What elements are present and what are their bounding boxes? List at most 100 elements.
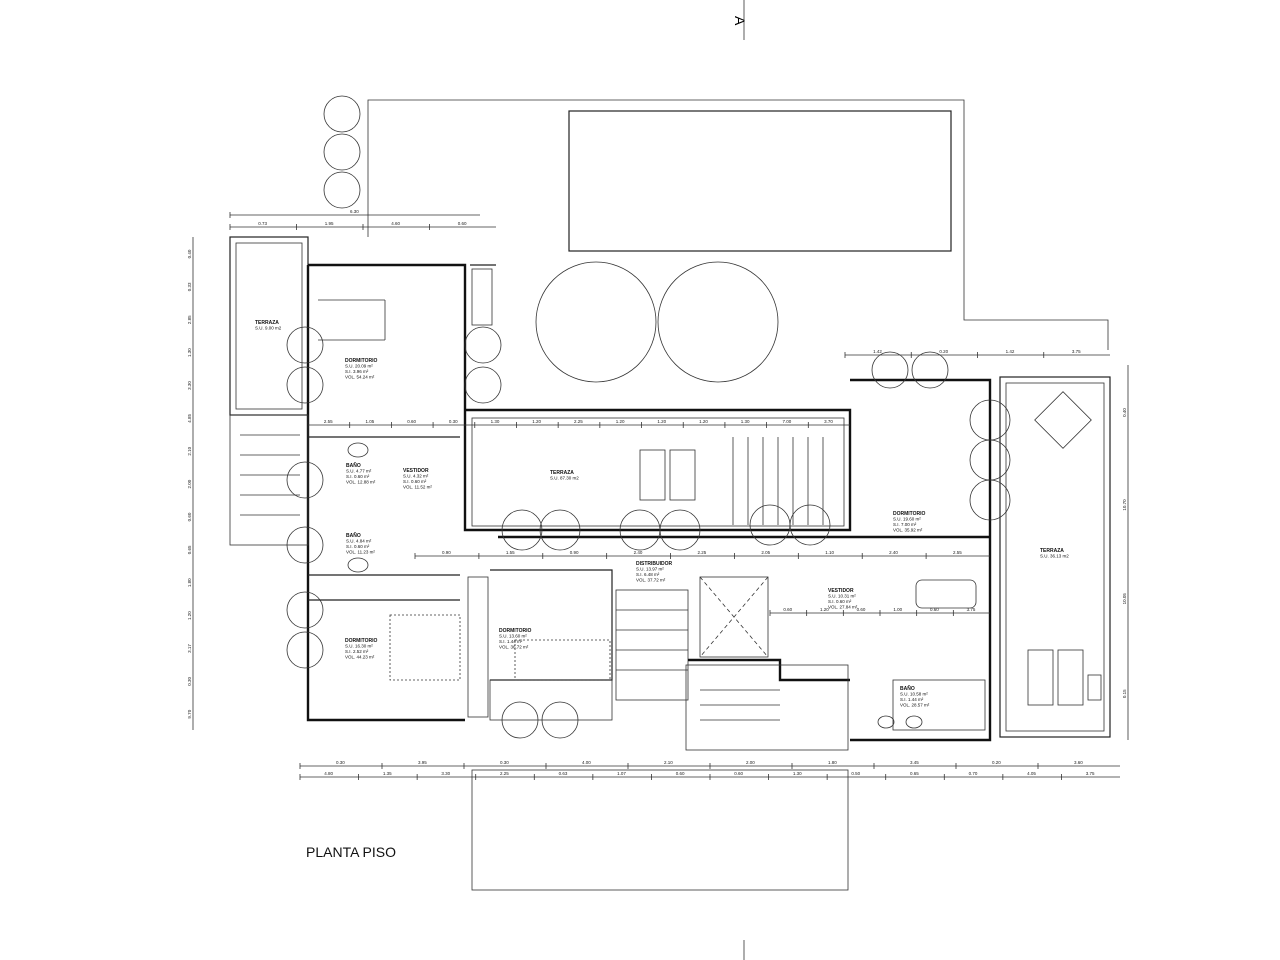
- room-area: VOL. 28.57 m²: [900, 703, 930, 708]
- dimension-value: 3.30: [441, 771, 450, 776]
- dimension-value: 3.17: [187, 644, 192, 653]
- room-area: VOL. 54.24 m²: [345, 375, 375, 380]
- dimension-value: 3.30: [187, 381, 192, 390]
- dimension-value: 2.40: [889, 550, 898, 555]
- dimension-value: 1.30: [491, 419, 500, 424]
- room-area: S.U. 9.00 m2: [255, 326, 282, 331]
- room-area: S.I. 3.96 m²: [345, 369, 369, 374]
- dimension-value: 1.07: [617, 771, 626, 776]
- room-area: S.U. 36.13 m2: [1040, 554, 1069, 559]
- dimension-value: 9.70: [187, 709, 192, 718]
- dimension-value: 7.00: [782, 419, 791, 424]
- room-area: VOL. 36.72 m²: [499, 645, 529, 650]
- section-marker: A: [732, 16, 748, 26]
- dimension-value: 0.60: [407, 419, 416, 424]
- dimension-value: 3.45: [910, 760, 919, 765]
- dimension-value: 0.60: [857, 607, 866, 612]
- dimension-value: 0.50: [851, 771, 860, 776]
- walls: [229, 236, 1111, 751]
- dimension-value: 1.05: [366, 419, 375, 424]
- room-area: VOL. 12.88 m²: [346, 480, 376, 485]
- lot-boundary: [367, 99, 1109, 350]
- room-area: S.I. 1.44 m²: [499, 639, 523, 644]
- dimension-value: 1.42: [1006, 349, 1015, 354]
- dimension-value: 2.85: [187, 315, 192, 324]
- dimension-value: 1.20: [657, 419, 666, 424]
- dimension-value: 1.30: [793, 771, 802, 776]
- dimension-value: 1.20: [532, 419, 541, 424]
- room-area: S.U. 13.97 m²: [636, 567, 664, 572]
- dimension-value: 0.20: [939, 349, 948, 354]
- dimension-value: 0.63: [559, 771, 568, 776]
- dimension-value: 4.60: [391, 221, 400, 226]
- room-area: S.U. 4.77 m²: [346, 469, 372, 474]
- dimension-value: 0.90: [442, 550, 451, 555]
- dimension-value: 10.05: [1122, 593, 1127, 605]
- dimension-value: 1.35: [383, 771, 392, 776]
- dimension-value: 2.25: [574, 419, 583, 424]
- dimension-value: 6.30: [350, 209, 359, 214]
- dimension-value: 0.65: [187, 545, 192, 554]
- dimension-value: 1.30: [741, 419, 750, 424]
- plan-title: PLANTA PISO: [306, 844, 396, 860]
- dimension-value: 3.70: [824, 419, 833, 424]
- dimension-value: 1.55: [506, 550, 515, 555]
- dimension-value: 0.20: [992, 760, 1001, 765]
- dimension-value: 4.00: [582, 760, 591, 765]
- room-name: TERRAZA: [550, 470, 574, 476]
- room-area: S.U. 19.60 m²: [893, 517, 921, 522]
- room-area: VOL. 11.52 m²: [403, 485, 432, 490]
- room-name: DORMITORIO: [893, 511, 926, 517]
- room-labels: TERRAZA S.U. 9.00 m2 DORMITORIO S.U. 20.09 …: [255, 320, 1069, 708]
- door-swings: [286, 326, 1011, 739]
- dimension-value: 0.15: [1122, 689, 1127, 698]
- dimension-value: 0.60: [676, 771, 685, 776]
- room-area: S.U. 10.31 m²: [828, 594, 856, 599]
- dimension-value: 3.60: [1074, 760, 1083, 765]
- dimension-value: 2.00: [187, 479, 192, 488]
- room-name: BAÑO: [346, 462, 361, 469]
- pool: [568, 110, 952, 252]
- dimension-value: 0.33: [187, 282, 192, 291]
- room-area: S.I. 1.44 m²: [900, 697, 924, 702]
- dimension-value: 0.60: [734, 771, 743, 776]
- room-area: VOL. 27.84 m²: [828, 605, 858, 610]
- room-area: VOL. 44.23 m²: [345, 655, 375, 660]
- room-area: VOL. 37.72 m²: [636, 578, 666, 583]
- dimension-value: 2.00: [746, 760, 755, 765]
- ground-terrace: [471, 769, 849, 891]
- dimension-value: 2.40: [634, 550, 643, 555]
- dimension-value: 2.10: [187, 446, 192, 455]
- dimension-value: 0.73: [258, 221, 267, 226]
- room-area: S.I. 2.52 m²: [345, 649, 369, 654]
- stairs: [240, 434, 824, 721]
- dimension-value: 0.65: [910, 771, 919, 776]
- room-name: DORMITORIO: [499, 628, 532, 634]
- dimension-value: 0.30: [449, 419, 458, 424]
- room-area: S.I. 0.60 m²: [828, 599, 852, 604]
- dimension-value: 1.20: [820, 607, 829, 612]
- room-area: S.I. 6.48 m²: [636, 572, 660, 577]
- room-area: S.U. 87.30 m2: [550, 476, 579, 481]
- dimension-value: 1.20: [699, 419, 708, 424]
- room-name: VESTIDOR: [403, 468, 429, 474]
- dimension-value: 2.25: [500, 771, 509, 776]
- dimension-value: 0.30: [336, 760, 345, 765]
- dimension-value: 1.20: [616, 419, 625, 424]
- dimension-value: 4.85: [187, 414, 192, 423]
- dimension-value: 1.10: [825, 550, 834, 555]
- dimension-value: 0.60: [783, 607, 792, 612]
- dimension-value: 4.80: [324, 771, 333, 776]
- dimension-value: 2.05: [761, 550, 770, 555]
- room-area: S.U. 20.09 m²: [345, 364, 373, 369]
- room-name: BAÑO: [346, 532, 361, 539]
- dimension-value: 0.60: [458, 221, 467, 226]
- dimension-value: 3.75: [1072, 349, 1081, 354]
- dimension-value: 1.95: [325, 221, 334, 226]
- dimension-value: 2.10: [664, 760, 673, 765]
- room-area: S.U. 4.84 m²: [346, 539, 372, 544]
- dimension-value: 0.60: [187, 512, 192, 521]
- room-name: DISTRIBUIDOR: [636, 561, 673, 567]
